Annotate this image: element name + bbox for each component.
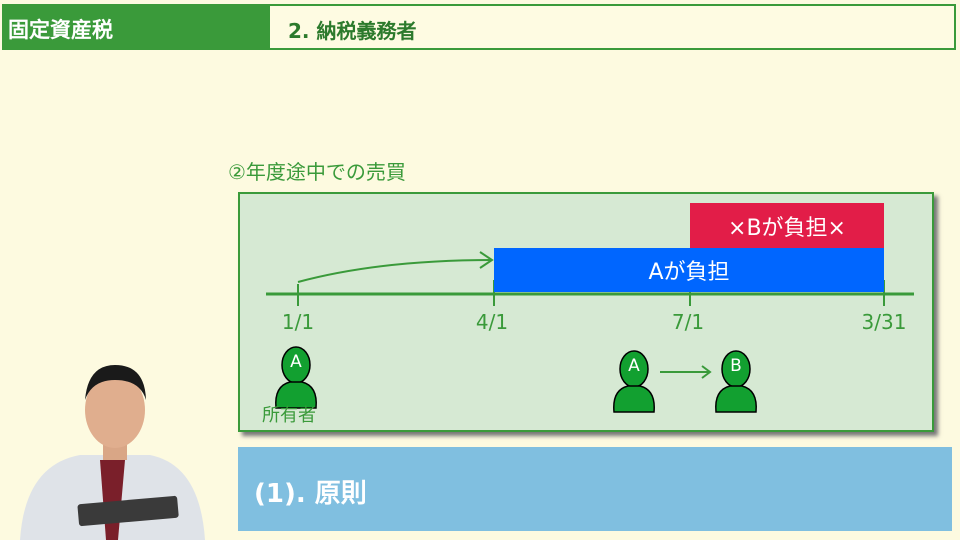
owner-letter: A xyxy=(290,352,302,372)
tick-label: 1/1 xyxy=(281,310,315,334)
tick-label: 4/1 xyxy=(475,310,509,334)
transfer-arrow-head xyxy=(701,365,712,379)
a-burden-bar: Aが負担 xyxy=(494,248,884,292)
curved-arrow-head xyxy=(479,251,494,269)
person-icon-seller xyxy=(613,350,655,413)
buyer-letter: B xyxy=(730,356,742,376)
person-icon-owner xyxy=(275,346,317,409)
tick-label: 7/1 xyxy=(671,310,705,334)
presenter-video xyxy=(20,365,205,540)
b-burden-bar: ×Bが負担× xyxy=(690,203,884,248)
seller-letter: A xyxy=(628,356,640,376)
curved-arrow xyxy=(297,259,493,283)
subject-title: 固定資産税 xyxy=(2,4,270,50)
timeline-diagram: Aが負担 ×Bが負担× 1/1 4/1 7/1 3/31 A A B 所有者 xyxy=(238,192,934,432)
person-icon-buyer xyxy=(715,350,757,413)
timeline-graphics xyxy=(266,251,914,413)
principle-heading: (1). 原則 xyxy=(238,447,952,531)
tick-label: 3/31 xyxy=(861,310,907,334)
slide-subtitle: ②年度途中での売買 xyxy=(228,160,406,184)
owner-label: 所有者 xyxy=(262,405,316,426)
section-title: 2. 納税義務者 xyxy=(268,4,956,50)
